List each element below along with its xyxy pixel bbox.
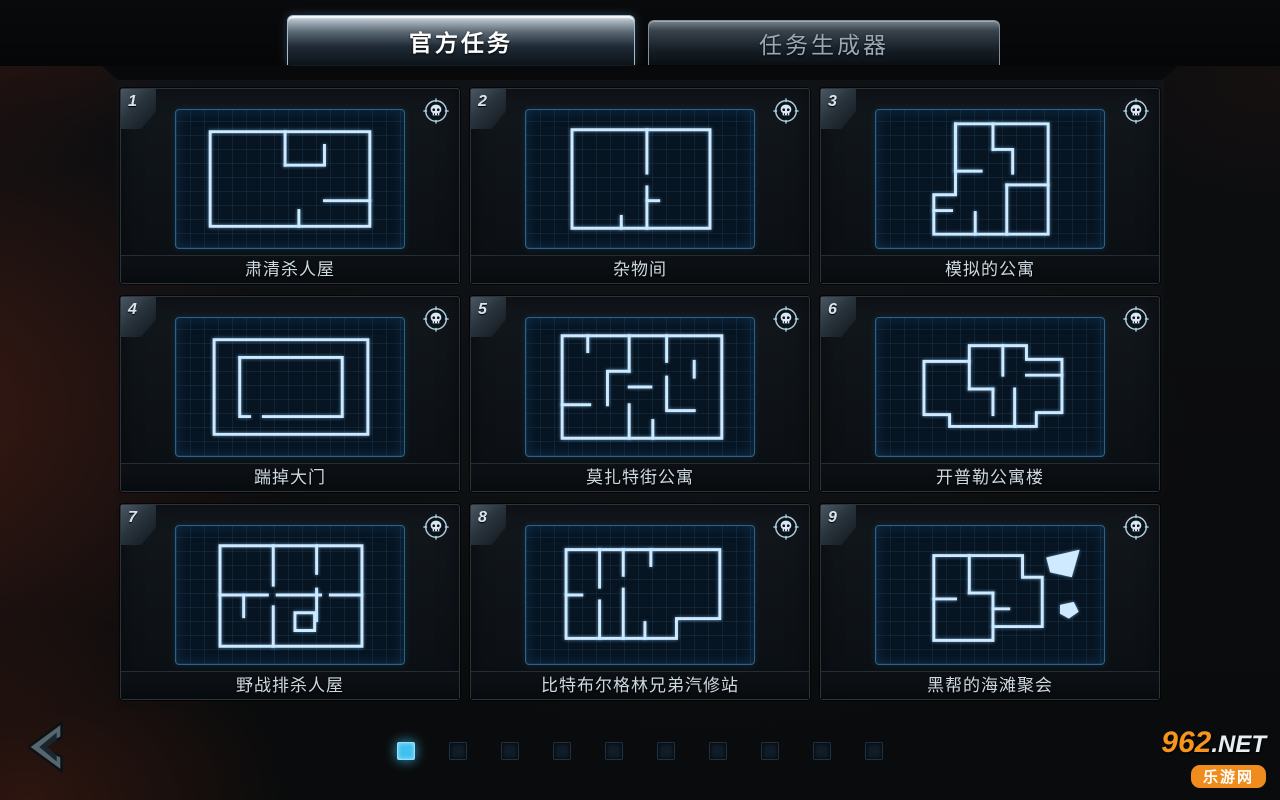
mission-number-badge: 3 bbox=[821, 89, 856, 129]
skull-crosshair-icon bbox=[422, 513, 450, 541]
skull-crosshair-icon bbox=[422, 97, 450, 125]
skull-crosshair-icon bbox=[1122, 513, 1150, 541]
mission-number: 9 bbox=[828, 509, 837, 526]
mission-number-badge: 7 bbox=[121, 505, 156, 545]
mission-card[interactable]: 9 黑帮的海滩聚会 bbox=[820, 504, 1160, 700]
mission-name: 杂物间 bbox=[471, 255, 809, 283]
page-dot-6[interactable] bbox=[657, 742, 675, 760]
mission-name: 模拟的公寓 bbox=[821, 255, 1159, 283]
mission-card[interactable]: 4 踹掉大门 bbox=[120, 296, 460, 492]
floorplan-thumbnail bbox=[875, 525, 1105, 665]
mission-number: 4 bbox=[128, 301, 137, 318]
page-dot-1[interactable] bbox=[397, 742, 415, 760]
tab-official-missions[interactable]: 官方任务 bbox=[287, 15, 635, 65]
mission-card[interactable]: 7 野战排杀人屋 bbox=[120, 504, 460, 700]
floorplan-thumbnail bbox=[175, 109, 405, 249]
page-dot-3[interactable] bbox=[501, 742, 519, 760]
mission-card[interactable]: 8 比特布尔格林兄弟汽修站 bbox=[470, 504, 810, 700]
page-dot-2[interactable] bbox=[449, 742, 467, 760]
page-dot-10[interactable] bbox=[865, 742, 883, 760]
page-dot-5[interactable] bbox=[605, 742, 623, 760]
floorplan-thumbnail bbox=[875, 109, 1105, 249]
mission-number: 2 bbox=[478, 93, 487, 110]
mission-number-badge: 5 bbox=[471, 297, 506, 337]
floorplan-thumbnail bbox=[525, 525, 755, 665]
mission-card[interactable]: 1 肃清杀人屋 bbox=[120, 88, 460, 284]
mission-number-badge: 8 bbox=[471, 505, 506, 545]
mission-number-badge: 2 bbox=[471, 89, 506, 129]
mission-number-badge: 9 bbox=[821, 505, 856, 545]
mission-name: 野战排杀人屋 bbox=[121, 671, 459, 699]
page-dot-7[interactable] bbox=[709, 742, 727, 760]
skull-crosshair-icon bbox=[772, 305, 800, 333]
floorplan-thumbnail bbox=[175, 317, 405, 457]
mission-card[interactable]: 5 莫扎特街公寓 bbox=[470, 296, 810, 492]
back-button[interactable] bbox=[16, 716, 78, 778]
watermark-site-name: 乐游网 bbox=[1190, 765, 1266, 788]
mission-name: 比特布尔格林兄弟汽修站 bbox=[471, 671, 809, 699]
mission-number: 8 bbox=[478, 509, 487, 526]
floorplan-thumbnail bbox=[525, 109, 755, 249]
mission-number-badge: 6 bbox=[821, 297, 856, 337]
mission-number-badge: 4 bbox=[121, 297, 156, 337]
page-dot-9[interactable] bbox=[813, 742, 831, 760]
mission-number: 6 bbox=[828, 301, 837, 318]
pagination bbox=[397, 742, 883, 760]
back-chevron-icon bbox=[26, 720, 63, 774]
skull-crosshair-icon bbox=[422, 305, 450, 333]
mission-card[interactable]: 6 开普勒公寓楼 bbox=[820, 296, 1160, 492]
mission-number: 1 bbox=[128, 93, 137, 110]
mission-number-badge: 1 bbox=[121, 89, 156, 129]
watermark-suffix: .NET bbox=[1211, 731, 1266, 758]
watermark-number: 962 bbox=[1161, 726, 1212, 759]
tab-mission-generator[interactable]: 任务生成器 bbox=[648, 20, 1000, 65]
page-dot-4[interactable] bbox=[553, 742, 571, 760]
floorplan-thumbnail bbox=[525, 317, 755, 457]
skull-crosshair-icon bbox=[772, 513, 800, 541]
floorplan-thumbnail bbox=[875, 317, 1105, 457]
skull-crosshair-icon bbox=[1122, 305, 1150, 333]
mission-card[interactable]: 2 杂物间 bbox=[470, 88, 810, 284]
skull-crosshair-icon bbox=[772, 97, 800, 125]
mission-card[interactable]: 3 模拟的公寓 bbox=[820, 88, 1160, 284]
mission-number: 7 bbox=[128, 509, 137, 526]
mission-number: 5 bbox=[478, 301, 487, 318]
skull-crosshair-icon bbox=[1122, 97, 1150, 125]
mission-name: 踹掉大门 bbox=[121, 463, 459, 491]
mission-name: 开普勒公寓楼 bbox=[821, 463, 1159, 491]
content-backplate-edge bbox=[102, 66, 1178, 80]
top-tab-bar: 官方任务 任务生成器 bbox=[0, 0, 1280, 66]
page-dot-8[interactable] bbox=[761, 742, 779, 760]
mission-name: 莫扎特街公寓 bbox=[471, 463, 809, 491]
mission-name: 肃清杀人屋 bbox=[121, 255, 459, 283]
floorplan-thumbnail bbox=[175, 525, 405, 665]
watermark: 962.NET 乐游网 bbox=[1161, 728, 1266, 788]
mission-name: 黑帮的海滩聚会 bbox=[821, 671, 1159, 699]
watermark-brand: 962.NET bbox=[1161, 728, 1266, 763]
mission-grid: 1 肃清杀人屋 bbox=[120, 88, 1160, 700]
mission-number: 3 bbox=[828, 93, 837, 110]
